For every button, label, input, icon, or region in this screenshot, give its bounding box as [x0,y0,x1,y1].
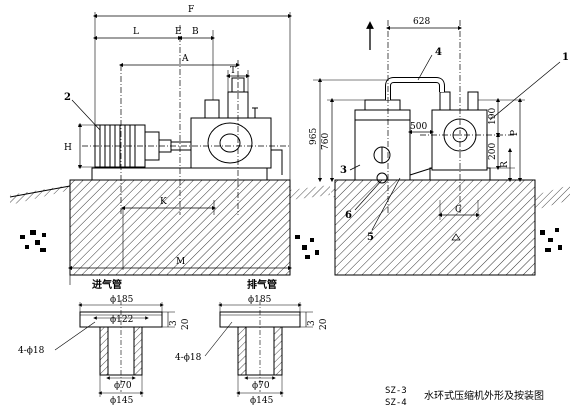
side-view-labels: F L E B A T H K M 2 [64,5,236,267]
dim-500: 500 [410,122,427,132]
caption-model-2: SZ-4 [385,398,407,408]
inlet-t1: 3 [169,320,179,326]
callout-4: 4 [435,47,442,58]
caption: SZ-3 SZ-4 水环式压缩机外形及按装图 [385,386,544,408]
callout-2: 2 [64,92,71,103]
outlet-pipe-dia: ϕ70 [252,381,270,391]
outlet-t1: 3 [307,320,317,326]
outlet-t2: 20 [319,318,329,330]
dim-R: R [500,161,510,168]
end-pump [431,109,488,171]
caption-model-1: SZ-3 [385,386,407,396]
outlet-holes: 4-ϕ18 [175,353,202,363]
inlet-t2: 20 [181,318,191,330]
caption-title: 水环式压缩机外形及按装图 [424,389,544,402]
dim-M: M [176,257,185,267]
callout-1: 1 [562,52,569,63]
inlet-holes: 4-ϕ18 [18,346,45,356]
dim-K: K [160,197,167,207]
dim-760: 760 [321,133,331,150]
dim-628: 628 [413,17,430,27]
end-foundation [334,179,536,276]
dim-A: A [181,54,189,64]
dim-T: T [230,66,236,76]
inlet-inner-dia: ϕ122 [110,315,133,325]
inlet-title: 进气管 [92,278,122,291]
base-frame [91,167,268,181]
dim-F: F [188,5,194,15]
dim-P: P [510,130,520,136]
end-view-labels: 628 965 760 500 190 200 P R C 1 4 3 6 5 [309,17,569,243]
outlet-flange-labels: 排气管 ϕ185 3 20 4-ϕ18 ϕ70 ϕ145 [175,278,329,406]
outlet-flange-detail [204,300,313,397]
dim-L: L [133,27,139,37]
callout-6: 6 [345,210,352,221]
inlet-pipe-dia: ϕ70 [114,381,132,391]
outlet-outer-dia: ϕ185 [248,295,272,305]
inlet-flange-labels: 进气管 ϕ185 ϕ122 3 20 4-ϕ18 ϕ70 ϕ145 [18,278,191,406]
separator-tank [354,109,411,181]
callout-3: 3 [340,165,347,176]
end-view [313,20,570,276]
dim-E: E [175,27,182,37]
outlet-title: 排气管 [247,278,277,291]
rubble-marks [20,230,319,259]
dim-190: 190 [488,108,498,125]
dim-965: 965 [309,128,319,145]
callout-5: 5 [367,232,374,243]
dim-200: 200 [488,143,498,160]
outlet-base-dia: ϕ145 [250,396,274,406]
inlet-outer-dia: ϕ185 [110,295,134,305]
dim-C: C [455,205,462,215]
inlet-flange-detail [54,300,175,397]
inlet-base-dia: ϕ145 [110,396,134,406]
dim-B: B [192,27,199,37]
pump-body [190,117,272,169]
side-view [9,12,330,285]
dim-H: H [64,143,72,153]
